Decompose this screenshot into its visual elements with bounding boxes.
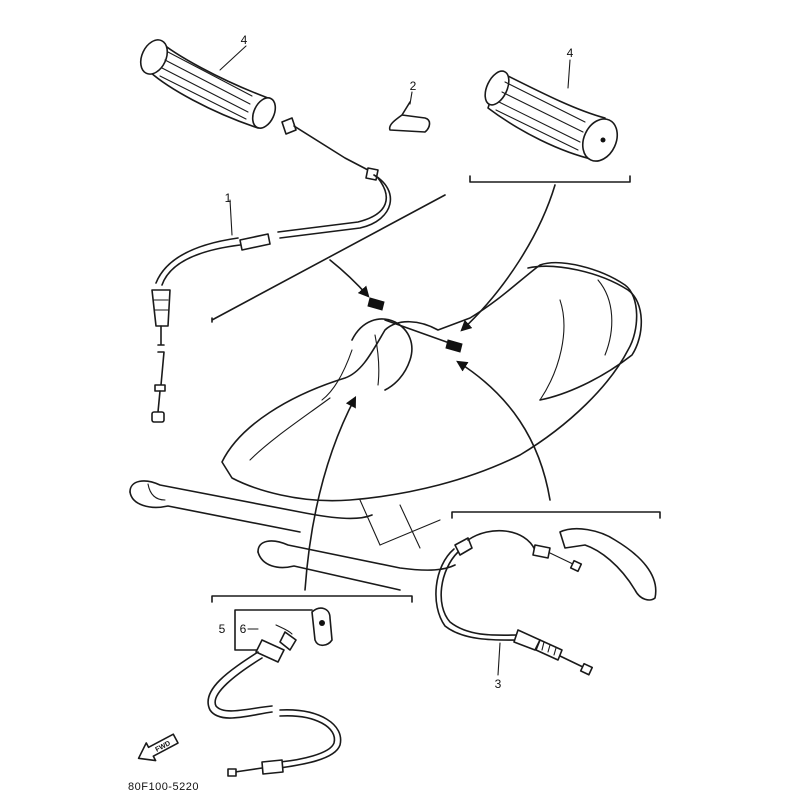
callout-part-4-right: 4 [567,46,574,60]
snowmobile-body [129,261,643,591]
callout-part-1: 1 [225,191,232,205]
brake-cable-and-lever [435,528,657,676]
drawing-code: 80F100-5220 [128,781,199,793]
switch-and-cable [207,607,342,777]
callout-part-2: 2 [410,79,417,93]
cable-clip [388,91,431,133]
callout-leaders [219,45,571,630]
fwd-arrow-icon: FWD [137,733,179,762]
location-arrows [304,184,556,591]
callout-part-4-left: 4 [241,33,248,47]
right-handlebar-grip [484,70,619,162]
callout-part-6: 6 [240,622,247,636]
left-handlebar-grip [139,39,277,129]
group-brackets [211,175,661,603]
callout-part-5: 5 [219,622,226,636]
callout-part-3: 3 [495,677,502,691]
throttle-cable [151,117,392,423]
